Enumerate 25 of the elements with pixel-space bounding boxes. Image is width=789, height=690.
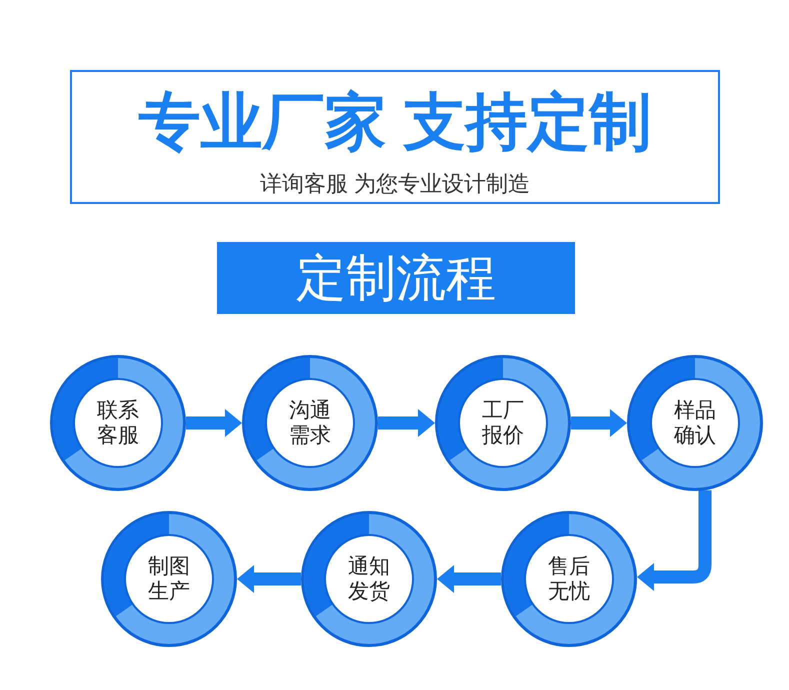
step-label: 售后无忧 [547,554,591,604]
step-label: 沟通需求 [288,398,332,448]
step-label: 通知发货 [347,554,391,604]
banner [217,242,575,314]
heading: 专业厂家 支持定制 [137,90,653,156]
step-ring [301,511,437,647]
arrow [186,409,242,437]
arrow [636,490,712,591]
arrow [571,409,627,437]
step-label: 样品确认 [673,398,717,448]
step-label: 联系客服 [96,398,140,448]
step-ring [435,355,571,491]
subheading: 详询客服 为您专业设计制造 [258,171,532,197]
step-ring [242,355,378,491]
step-ring [101,511,237,647]
step-label: 制图生产 [147,554,191,604]
title-frame [70,70,720,204]
step-label: 工厂报价 [481,398,525,448]
banner-title: 定制流程 [295,250,497,306]
arrow [237,565,301,593]
arrow [378,409,435,437]
arrow [437,565,501,593]
step-ring [501,511,637,647]
step-ring [50,355,186,491]
step-ring [627,355,763,491]
